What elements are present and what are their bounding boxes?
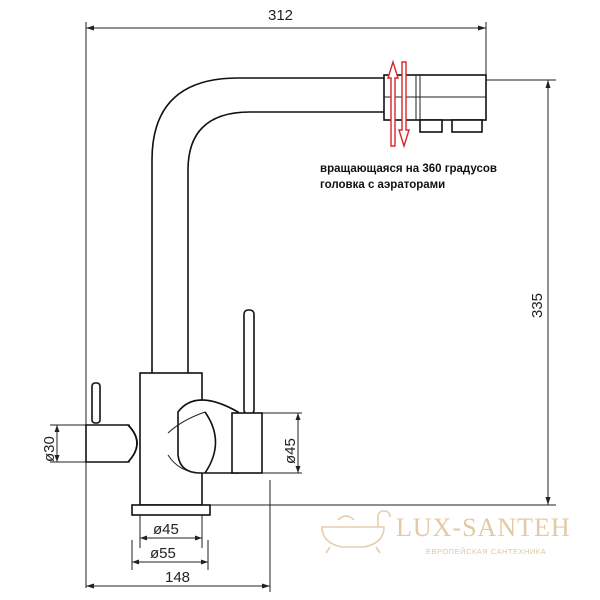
rotation-note-line1: вращающаяся на 360 градусов	[320, 163, 497, 175]
bathtub-logo-icon	[321, 510, 391, 554]
dim-width-top: 312	[268, 7, 293, 24]
right-cartridge	[231, 412, 263, 474]
aerator-1	[419, 119, 443, 133]
left-cartridge	[85, 424, 138, 463]
dimension-lines	[50, 22, 556, 592]
watermark-brand: LUX-SANTEH	[396, 513, 571, 542]
dim-dia-right: ø45	[282, 438, 299, 464]
faucet-outline	[85, 74, 487, 516]
rotation-arrows-icon	[387, 59, 410, 149]
rotation-note-line2: головка с аэраторами	[320, 179, 445, 191]
aerator-2	[451, 119, 483, 133]
dim-width-bottom: 148	[165, 569, 190, 586]
dimension-arrowheads	[54, 25, 551, 589]
base-ring	[131, 504, 211, 516]
dim-dia-base-inner: ø45	[153, 521, 179, 538]
right-connector	[177, 399, 239, 474]
dim-dia-base-outer: ø55	[150, 545, 176, 562]
watermark-tagline: ЕВРОПЕЙСКАЯ САНТЕХНИКА	[426, 547, 546, 556]
left-lever-handle	[91, 382, 101, 424]
right-lever-handle	[243, 309, 255, 415]
watermark: LUX-SANTEH ЕВРОПЕЙСКАЯ САНТЕХНИКА	[321, 510, 571, 556]
dim-height-right: 335	[529, 293, 546, 318]
dim-dia-left: ø30	[41, 436, 58, 462]
